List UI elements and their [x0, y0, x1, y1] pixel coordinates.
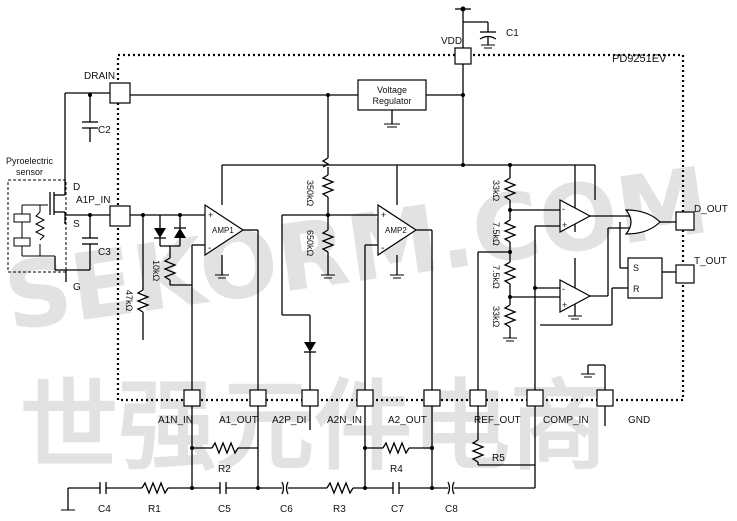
t-out-pin — [675, 264, 695, 284]
amp2: + - AMP2 — [364, 165, 433, 390]
r-350k-label: 350kΩ — [305, 180, 315, 207]
sr-s-label: S — [633, 263, 639, 273]
c2-label: C2 — [98, 125, 111, 136]
c3-label: C3 — [98, 247, 111, 258]
sensor-label-1: Pyroelectric — [6, 156, 54, 166]
comp2-plus: + — [562, 300, 567, 310]
amp2-plus: + — [381, 210, 386, 220]
pyroelectric-sensor: Pyroelectric sensor D S G — [6, 156, 81, 293]
amp1-minus: - — [208, 243, 211, 254]
regulator-label-1: Voltage — [377, 85, 407, 95]
c4-label: C4 — [98, 504, 111, 515]
a1p-in-label: A1P_IN — [76, 195, 110, 206]
comp2-minus: - — [562, 284, 565, 294]
regulator-label-2: Regulator — [372, 96, 411, 106]
drain-pin — [109, 82, 131, 104]
r-7-5k-a-label: 7.5kΩ — [491, 222, 501, 246]
bias-divider: 350kΩ 650kΩ — [281, 95, 378, 390]
sensor-label-2: sensor — [16, 167, 43, 177]
chip-part-number: PD9251EV — [612, 53, 667, 65]
r-33k-bot-label: 33kΩ — [491, 306, 501, 328]
resistor-47k: 47kΩ — [124, 215, 150, 340]
c2-capacitor: C2 — [82, 95, 111, 142]
c7-label: C7 — [391, 504, 404, 515]
or-gate — [619, 209, 676, 269]
d-out-label: D_OUT — [694, 204, 728, 215]
r4-label: R4 — [390, 464, 403, 475]
ref-out-pin — [469, 389, 487, 407]
amp2-label: AMP2 — [385, 226, 407, 235]
c1-label: C1 — [506, 28, 519, 39]
amp1-label: AMP1 — [212, 226, 234, 235]
a1-out-pin — [249, 389, 267, 407]
d-out-pin — [675, 211, 695, 231]
sr-latch: S R — [540, 257, 676, 326]
r-7-5k-b-label: 7.5kΩ — [491, 265, 501, 289]
t-out-label: T_OUT — [694, 256, 727, 267]
vdd-section: C1 VDD — [441, 6, 519, 65]
comp1-minus: - — [562, 204, 565, 214]
a2n-in-label: A2N_IN — [327, 415, 362, 426]
a2p-di-label: A2P_DI — [272, 415, 306, 426]
c3-capacitor: C3 — [66, 215, 111, 271]
c8-label: C8 — [445, 504, 458, 515]
reference-ladder: 33kΩ 7.5kΩ 7.5kΩ 33kΩ — [477, 163, 560, 390]
a2n-in-pin — [356, 389, 374, 407]
comp-in-label: COMP_IN — [543, 415, 589, 426]
r-10k-label: 10kΩ — [151, 260, 161, 282]
voltage-regulator: Voltage Regulator — [357, 79, 427, 128]
a2-out-label: A2_OUT — [388, 415, 427, 426]
comp1-plus: + — [562, 220, 567, 230]
c5-label: C5 — [218, 504, 231, 515]
protection-diodes: 10kΩ — [151, 215, 192, 286]
r1-label: R1 — [148, 504, 161, 515]
amp1: + - AMP1 — [191, 165, 259, 390]
a1-out-label: A1_OUT — [219, 415, 258, 426]
internal-ground — [581, 364, 606, 390]
gnd-pin — [596, 389, 614, 407]
c1-plate-bottom — [479, 35, 497, 40]
r-650k-label: 650kΩ — [305, 230, 315, 257]
a2p-di-pin — [301, 389, 319, 407]
sensor-g-label: G — [73, 282, 81, 293]
amp1-plus: + — [208, 210, 213, 220]
comp-in-pin — [526, 389, 544, 407]
vdd-pin — [454, 47, 472, 65]
vdd-pin-label: VDD — [441, 36, 462, 47]
r3-label: R3 — [333, 504, 346, 515]
r-47k-label: 47kΩ — [124, 290, 134, 312]
c6-label: C6 — [280, 504, 293, 515]
amp2-minus: - — [381, 243, 384, 254]
r5-label: R5 — [492, 453, 505, 464]
sr-r-label: R — [633, 284, 640, 294]
a1n-in-label: A1N_IN — [158, 415, 193, 426]
watermark-text-chinese: 世强元件电商 — [20, 370, 608, 484]
sensor-s-label: S — [73, 219, 80, 230]
r2-label: R2 — [218, 464, 231, 475]
r-33k-top-label: 33kΩ — [491, 180, 501, 202]
a1n-in-pin — [183, 389, 201, 407]
sensor-d-label: D — [73, 182, 80, 193]
external-network: R2 R4 R5 — [61, 406, 606, 515]
comparators: - + - + — [533, 165, 630, 390]
bottom-pins: A1N_IN A1_OUT A2P_DI A2N_IN A2_OUT REF_O… — [158, 389, 650, 426]
a1p-in-pin — [109, 205, 131, 227]
drain-pin-label: DRAIN — [84, 71, 115, 82]
ref-out-label: REF_OUT — [474, 415, 521, 426]
gnd-label: GND — [628, 415, 650, 426]
a2-out-pin — [423, 389, 441, 407]
